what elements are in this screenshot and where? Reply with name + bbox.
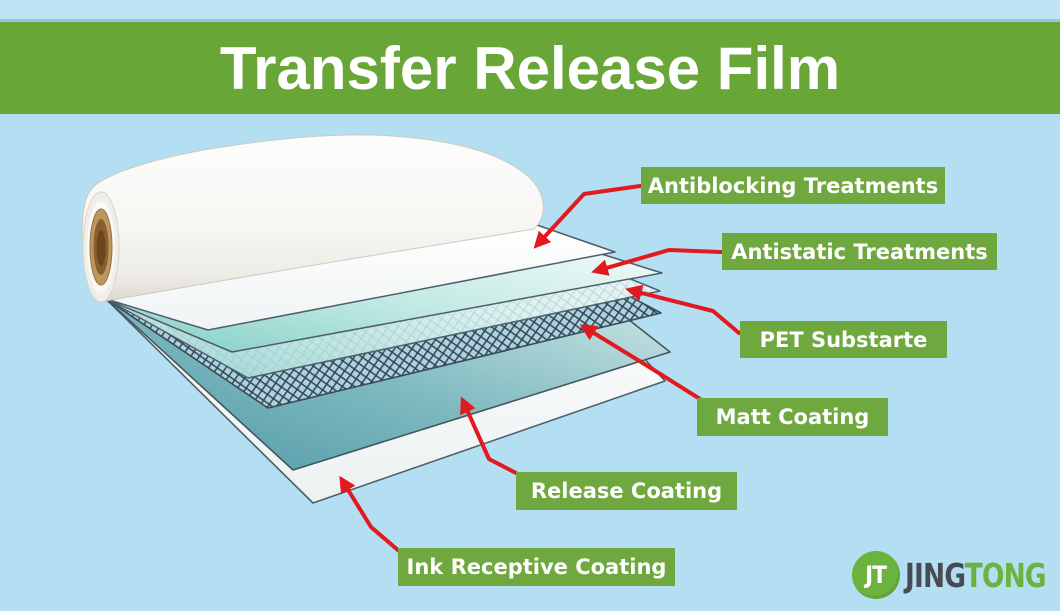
label-pet-substrate: PET Substarte	[740, 321, 947, 358]
logo-wordmark-dark: JING	[905, 555, 966, 595]
arrow-release-coating	[460, 396, 518, 475]
top-strip	[0, 0, 1060, 22]
arrow-pet-substrate	[625, 284, 741, 335]
logo-monogram: JT	[865, 561, 888, 589]
brand-logo: JT JINGTONG	[852, 551, 1060, 599]
title-banner: Transfer Release Film	[0, 22, 1060, 114]
film-roll	[81, 134, 544, 303]
logo-wordmark: JINGTONG	[905, 555, 1047, 595]
arrow-antistatic	[591, 248, 723, 276]
arrow-antiblocking	[533, 184, 642, 249]
page-title: Transfer Release Film	[219, 34, 841, 102]
label-ink-receptive-coating: Ink Receptive Coating	[398, 548, 675, 586]
logo-wordmark-green: TONG	[964, 555, 1047, 595]
logo-circle-icon: JT	[852, 551, 900, 599]
label-antiblocking-treatments: Antiblocking Treatments	[641, 167, 945, 204]
label-release-coating: Release Coating	[516, 472, 737, 510]
label-matt-coating: Matt Coating	[697, 398, 888, 436]
label-antistatic-treatments: Antistatic Treatments	[722, 233, 997, 270]
arrow-ink-receptive	[339, 475, 401, 553]
arrow-matt-coating	[579, 324, 702, 401]
